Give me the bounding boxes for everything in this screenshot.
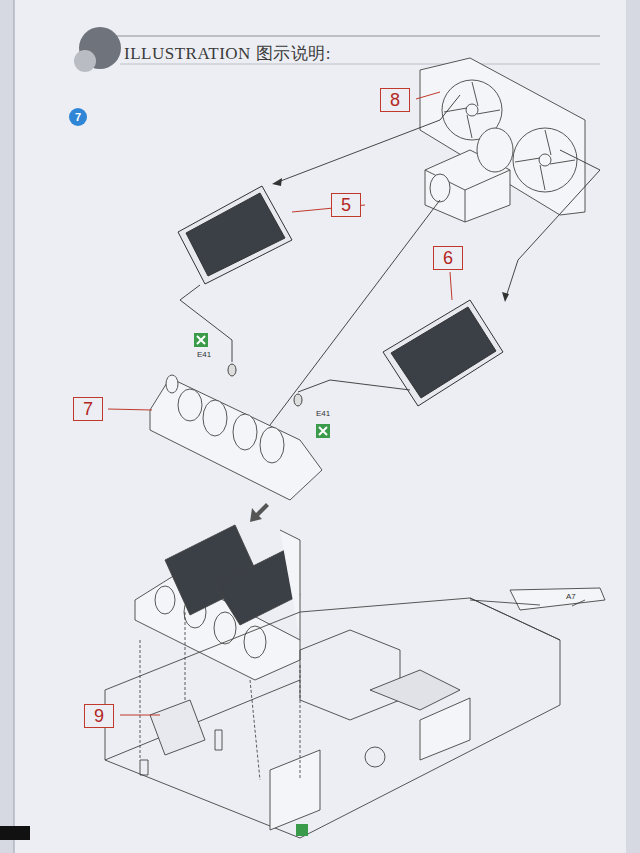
callout-text: 8 <box>390 90 400 110</box>
part-number: A7 <box>566 592 576 602</box>
callout-number: 6 <box>433 246 463 270</box>
page-title: ILLUSTRATION 图示说明: <box>124 42 331 65</box>
part-number: E41 <box>316 409 330 419</box>
callout-text: 5 <box>341 195 351 215</box>
callout-number: 8 <box>380 88 410 112</box>
callout-text: 7 <box>83 399 93 419</box>
callout-text: 7 <box>75 111 81 123</box>
callout-number: 5 <box>331 193 361 217</box>
callout-number: 7 <box>73 397 103 421</box>
callout-text: 6 <box>443 248 453 268</box>
part-number: E41 <box>197 350 211 360</box>
callout-number: 9 <box>84 704 114 728</box>
callout-text: 9 <box>94 706 104 726</box>
step-number: 7 <box>69 108 87 126</box>
